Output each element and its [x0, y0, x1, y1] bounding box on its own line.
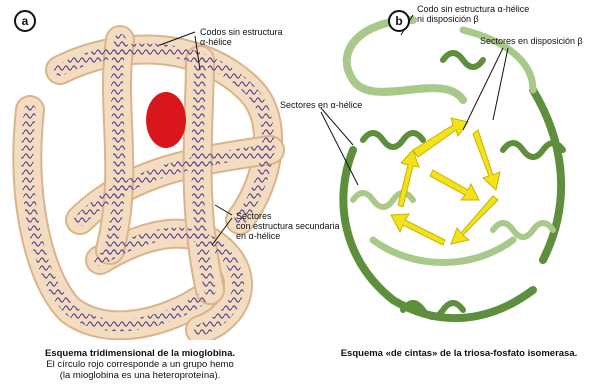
- caption-a-line3: (la mioglobina es una heteroproteína).: [20, 370, 260, 381]
- label-codo: Codo sin estructura α-hélice: [417, 4, 529, 14]
- label-codos: Codos sin estructura: [200, 27, 283, 37]
- caption-b: Esquema «de cintas» de la triosa-fosfato…: [325, 348, 593, 359]
- panel-a-letter: a: [14, 10, 36, 32]
- panel-b-letter: b: [388, 10, 410, 32]
- tim-ribbon-diagram: [293, 0, 593, 340]
- caption-a-title: Esquema tridimensional de la mioglobina.: [45, 348, 235, 359]
- tube-backbone: [27, 40, 270, 330]
- caption-b-title: Esquema «de cintas» de la triosa-fosfato…: [341, 348, 578, 359]
- heme-group: [146, 92, 186, 148]
- ribbon-backbone: [343, 20, 563, 318]
- label-sectores: Sectores: [236, 211, 272, 221]
- label-sectores-beta: Sectores en disposición β: [480, 36, 583, 46]
- label-sectores-helice: en α-hélice: [236, 231, 280, 241]
- myoglobin-diagram: [0, 0, 300, 340]
- caption-a: Esquema tridimensional de la mioglobina.…: [20, 348, 260, 381]
- label-codo-beta: ni disposición β: [417, 14, 479, 24]
- label-sectores-alfa: Sectores en α-hélice: [280, 100, 362, 110]
- label-codos-helice: α-hélice: [200, 37, 232, 47]
- caption-a-line2: El círculo rojo corresponde a un grupo h…: [20, 359, 260, 370]
